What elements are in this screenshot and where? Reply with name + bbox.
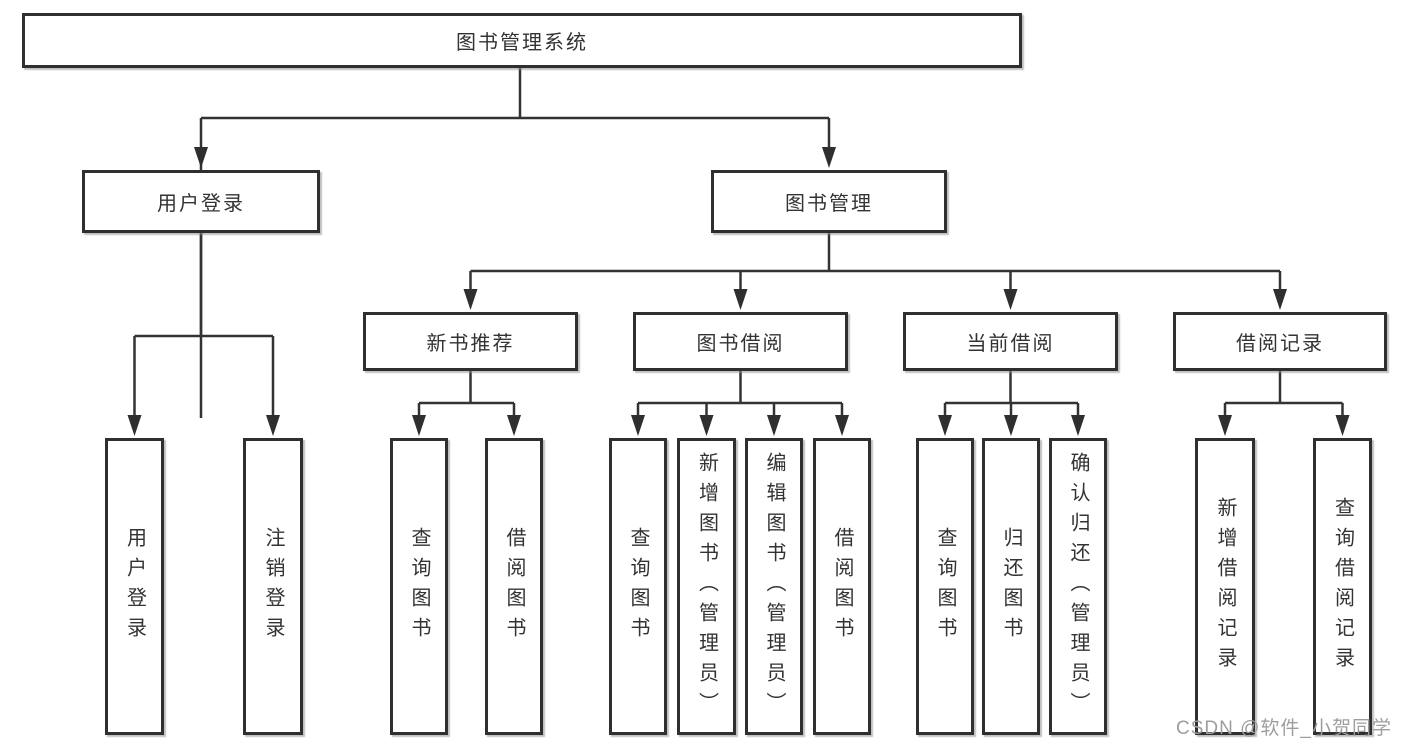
arrow-down-icon	[1004, 415, 1018, 436]
arrow-down-icon	[1071, 415, 1085, 436]
leaf-borrow-books-recommend: 借阅图书	[485, 438, 543, 735]
arrow-down-icon	[266, 415, 280, 436]
connector-root	[199, 68, 831, 418]
arrow-down-icon	[1003, 289, 1018, 310]
arrow-down-icon	[507, 415, 521, 436]
arrow-down-icon	[733, 289, 748, 310]
arrow-down-icon	[938, 415, 952, 436]
node-label: 新增图书（管理员）	[695, 451, 718, 722]
leaf-user-login: 用户登录	[105, 438, 164, 735]
arrowheads	[127, 147, 1350, 436]
node-label: 借阅图书	[503, 526, 525, 647]
node-label: 借阅记录	[1236, 333, 1324, 355]
node-label: 图书借阅	[696, 333, 785, 355]
connector-current-borrow	[943, 371, 1080, 416]
arrow-down-icon	[631, 415, 645, 436]
leaf-confirm-return-admin: 确认归还（管理员）	[1049, 438, 1107, 735]
arrow-down-icon	[767, 415, 781, 436]
node-borrow-records: 借阅记录	[1173, 312, 1387, 371]
arrow-down-icon	[835, 415, 849, 436]
node-label: 查询借阅记录	[1331, 496, 1354, 677]
connector-book-borrow	[636, 371, 844, 416]
node-book-management: 图书管理	[711, 170, 947, 233]
node-label: 注销登录	[262, 526, 284, 647]
node-label: 查询图书	[627, 526, 649, 647]
node-label: 新书推荐	[426, 333, 515, 355]
arrow-down-icon	[822, 147, 836, 168]
connector-user-login	[133, 233, 275, 416]
leaf-add-borrow-record: 新增借阅记录	[1195, 438, 1255, 735]
arrow-down-icon	[1218, 415, 1232, 436]
leaf-edit-books-admin: 编辑图书（管理员）	[745, 438, 803, 735]
node-user-login: 用户登录	[82, 170, 320, 233]
node-label: 确认归还（管理员）	[1067, 451, 1089, 722]
leaf-logout: 注销登录	[243, 438, 303, 735]
node-label: 借阅图书	[831, 526, 853, 647]
node-label: 当前借阅	[966, 333, 1055, 355]
arrow-down-icon	[463, 289, 478, 310]
arrow-down-icon	[1273, 289, 1287, 310]
arrow-down-icon	[127, 415, 142, 436]
arrow-down-icon	[412, 415, 426, 436]
node-label: 用户登录	[157, 193, 245, 215]
arrow-down-icon	[194, 147, 208, 168]
connector-new-book-recommend	[417, 371, 516, 416]
leaf-query-books-recommend: 查询图书	[390, 438, 448, 735]
node-label: 图书管理	[785, 193, 873, 215]
leaf-add-books-admin: 新增图书（管理员）	[677, 438, 736, 735]
leaf-query-borrow-record: 查询借阅记录	[1313, 438, 1372, 735]
node-label: 归还图书	[1000, 526, 1022, 647]
node-new-book-recommend: 新书推荐	[363, 312, 578, 371]
node-label: 用户登录	[123, 526, 146, 647]
connector-borrow-records	[1223, 371, 1344, 416]
node-current-borrow: 当前借阅	[903, 312, 1118, 371]
node-label: 查询图书	[408, 526, 430, 647]
leaf-query-books-borrow: 查询图书	[609, 438, 667, 735]
leaf-query-books-current: 查询图书	[916, 438, 974, 735]
node-label: 编辑图书（管理员）	[763, 451, 785, 722]
node-label: 新增借阅记录	[1214, 496, 1236, 677]
csdn-watermark: CSDN @软件_小贺同学	[1176, 718, 1392, 739]
leaf-return-books: 归还图书	[982, 438, 1040, 735]
node-label: 图书管理系统	[456, 32, 588, 54]
connector-book-management	[469, 233, 1282, 290]
arrow-down-icon	[1335, 415, 1350, 436]
node-label: 查询图书	[934, 526, 956, 647]
arrow-down-icon	[699, 415, 714, 436]
node-book-management-system: 图书管理系统	[22, 13, 1022, 68]
node-book-borrow: 图书借阅	[633, 312, 848, 371]
leaf-borrow-books: 借阅图书	[813, 438, 871, 735]
